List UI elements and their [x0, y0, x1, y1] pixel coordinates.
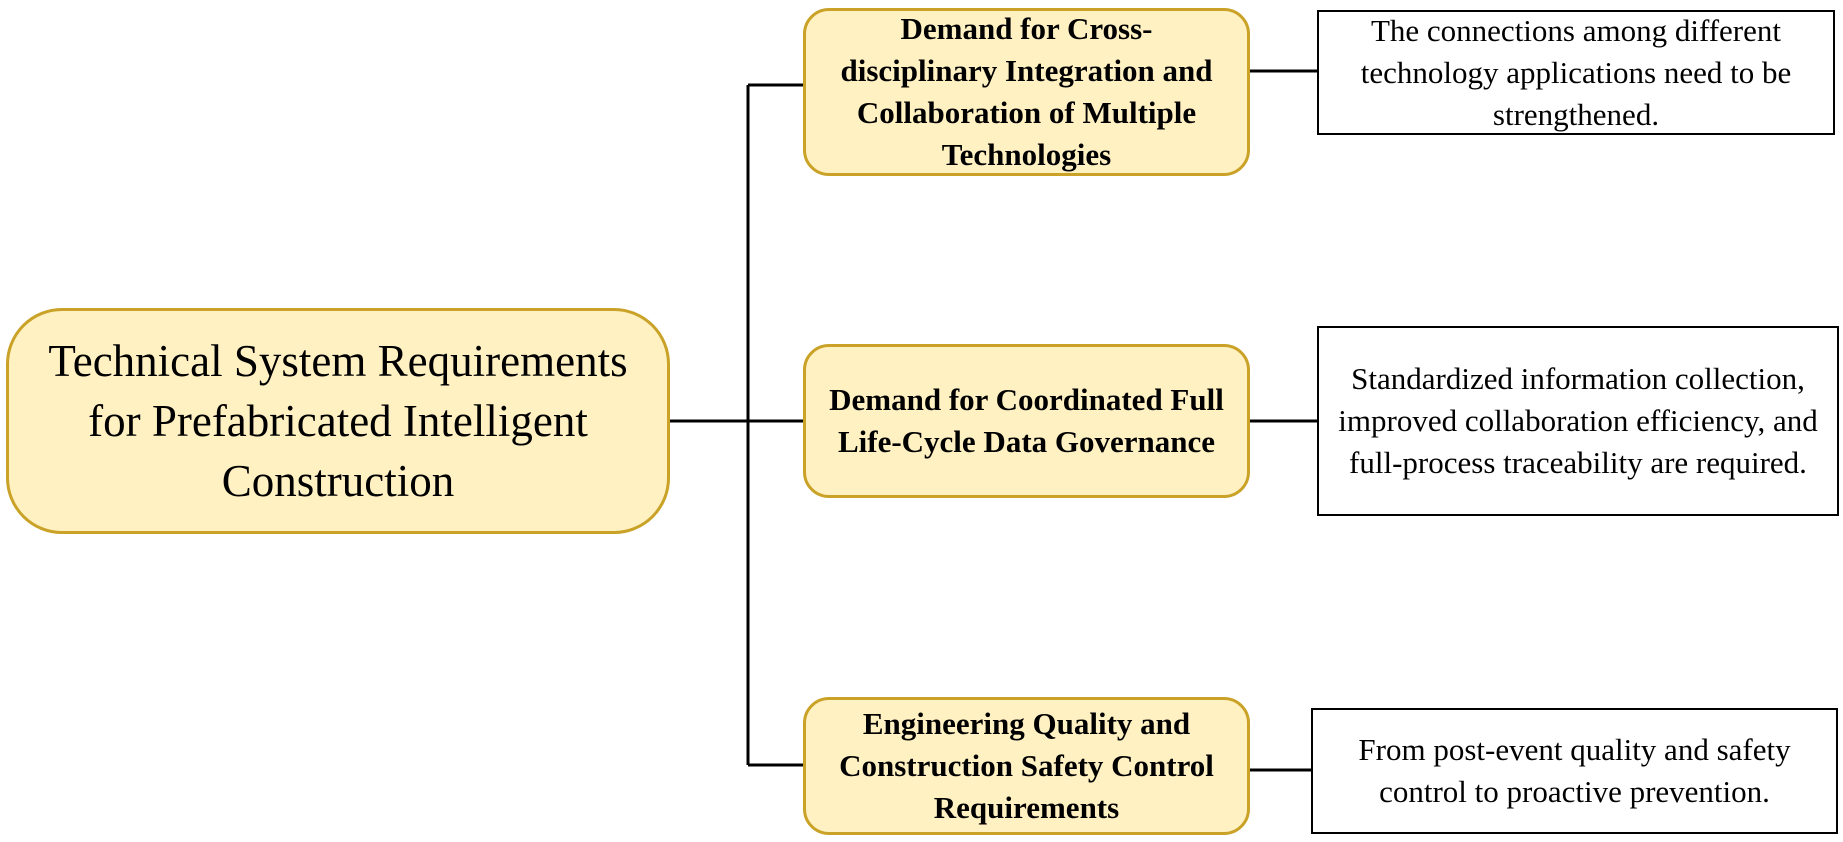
requirement-node-data-governance: Demand for Coordinated Full Life-Cycle D… — [803, 344, 1250, 498]
description-text: The connections among different technolo… — [1360, 12, 1792, 132]
description-text: From post-event quality and safety contr… — [1358, 732, 1791, 809]
requirement-node-text: Engineering Quality and Construction Saf… — [839, 706, 1214, 825]
description-box-quality-safety-control: From post-event quality and safety contr… — [1311, 708, 1838, 834]
requirement-node-text: Demand for Coordinated Full Life-Cycle D… — [829, 382, 1224, 459]
description-box-cross-disciplinary-integration: The connections among different technolo… — [1317, 10, 1835, 135]
root-node: Technical System Requirements for Prefab… — [6, 308, 670, 534]
requirement-node-text: Demand for Cross-disciplinary Integratio… — [840, 11, 1213, 172]
requirement-node-cross-disciplinary-integration: Demand for Cross-disciplinary Integratio… — [803, 8, 1250, 176]
root-node-text: Technical System Requirements for Prefab… — [48, 336, 628, 506]
requirement-node-quality-safety-control: Engineering Quality and Construction Saf… — [803, 697, 1250, 835]
description-text: Standardized information collection, imp… — [1338, 361, 1818, 480]
description-box-data-governance: Standardized information collection, imp… — [1317, 326, 1839, 516]
